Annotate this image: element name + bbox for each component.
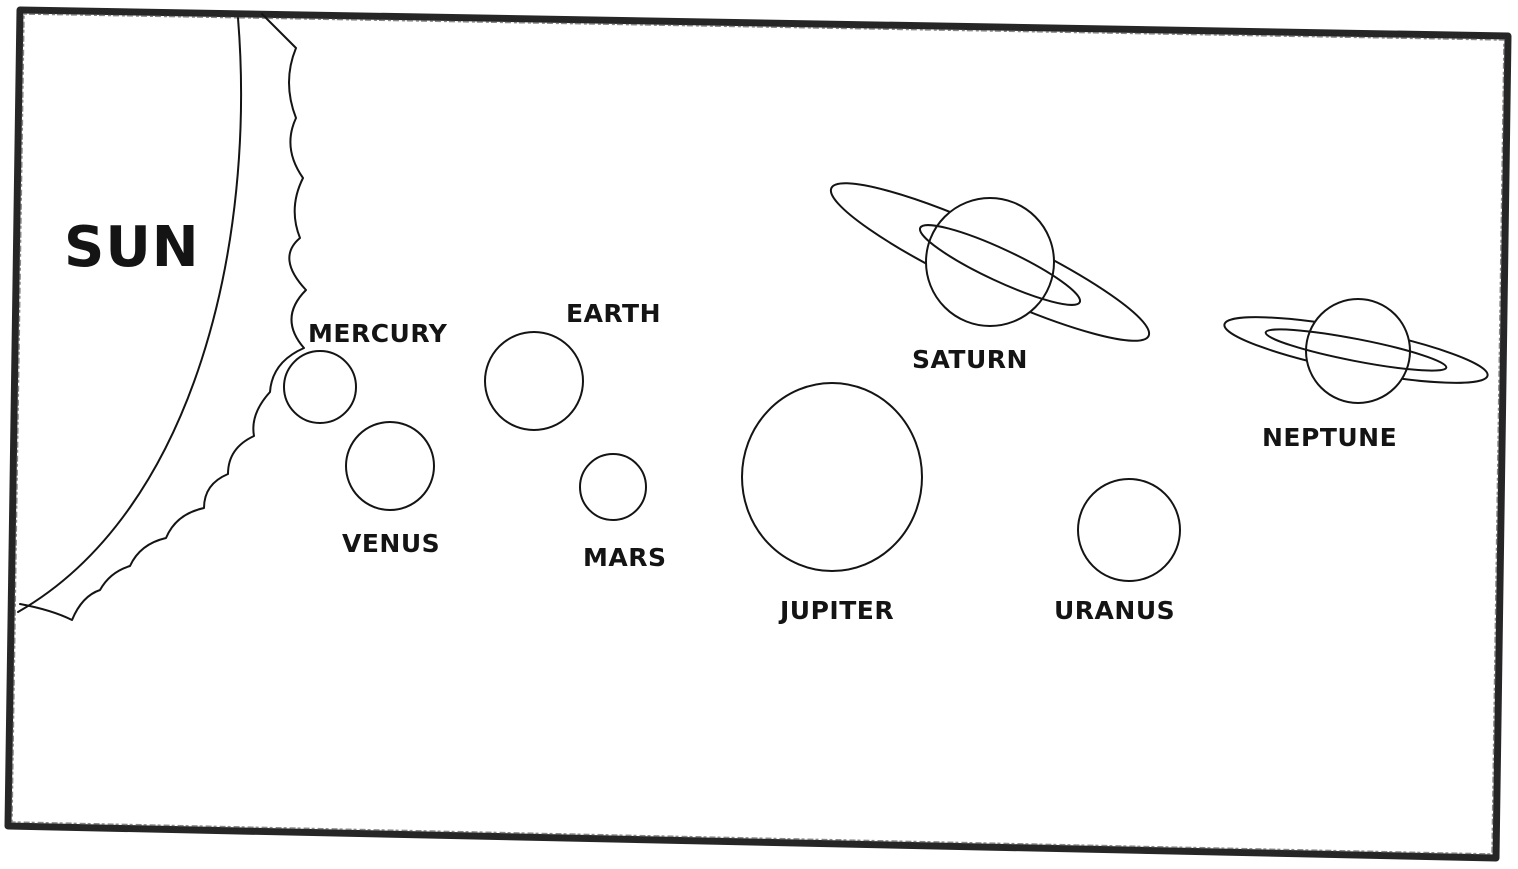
earth-label: EARTH xyxy=(566,299,661,328)
sun: SUN xyxy=(18,14,306,620)
venus-label: VENUS xyxy=(342,529,440,558)
saturn-label: SATURN xyxy=(912,345,1028,374)
neptune-body xyxy=(1306,299,1410,403)
mars-label: MARS xyxy=(583,543,666,572)
mars-circle xyxy=(580,454,646,520)
planet-mars: MARS xyxy=(580,454,666,572)
sun-label: SUN xyxy=(64,215,200,280)
planet-earth: EARTH xyxy=(485,299,661,430)
mercury-circle xyxy=(284,351,356,423)
jupiter-label: JUPITER xyxy=(778,596,894,625)
planet-uranus: URANUS xyxy=(1054,479,1180,625)
sun-outline xyxy=(18,18,241,612)
planet-saturn: SATURN xyxy=(819,161,1162,374)
uranus-circle xyxy=(1078,479,1180,581)
planet-neptune: NEPTUNE xyxy=(1220,299,1491,452)
uranus-label: URANUS xyxy=(1054,596,1175,625)
mercury-label: MERCURY xyxy=(308,319,448,348)
venus-circle xyxy=(346,422,434,510)
sun-flares xyxy=(20,14,306,620)
saturn-body xyxy=(926,198,1054,326)
planet-mercury: MERCURY xyxy=(284,319,448,423)
neptune-label: NEPTUNE xyxy=(1262,423,1397,452)
earth-circle xyxy=(485,332,583,430)
planet-venus: VENUS xyxy=(342,422,440,558)
planet-jupiter: JUPITER xyxy=(742,383,922,625)
jupiter-circle xyxy=(742,383,922,571)
